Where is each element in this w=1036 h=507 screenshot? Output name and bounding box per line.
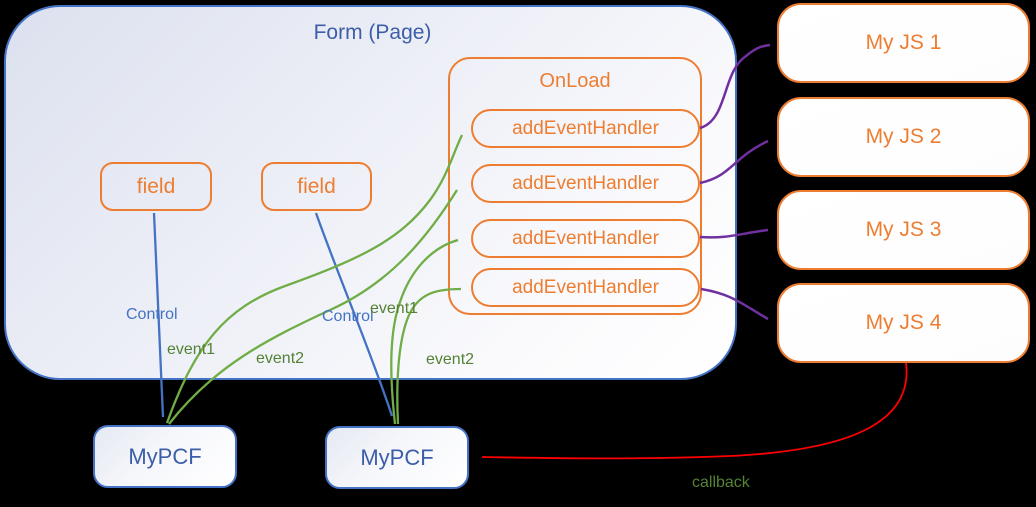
- mypcf-1-label: MyPCF: [128, 443, 202, 469]
- add-event-handler-1: addEventHandler: [471, 109, 700, 148]
- event2-label-2: event2: [426, 351, 475, 368]
- control-label-2: Control: [322, 308, 374, 325]
- add-event-handler-4: addEventHandler: [471, 268, 700, 307]
- my-js-3-label: My JS 3: [865, 218, 942, 241]
- event1-label-2: event1: [370, 300, 419, 317]
- my-js-2-box: My JS 2: [777, 97, 1030, 177]
- field-box-1-label: field: [136, 174, 176, 198]
- field-box-2-label: field: [297, 174, 336, 198]
- my-js-2-label: My JS 2: [865, 125, 942, 148]
- add-event-handler-2: addEventHandler: [471, 164, 700, 203]
- field-box-1: field: [100, 162, 212, 211]
- mypcf-2-box: MyPCF: [325, 426, 469, 489]
- control-label-1: Control: [126, 306, 178, 323]
- callback-label: callback: [692, 474, 750, 491]
- mypcf-2-label: MyPCF: [360, 444, 434, 470]
- my-js-4-box: My JS 4: [777, 283, 1030, 363]
- my-js-1-box: My JS 1: [777, 3, 1030, 83]
- form-page-title: Form (Page): [313, 21, 432, 44]
- event2-label-1: event2: [256, 350, 305, 367]
- add-event-handler-3: addEventHandler: [471, 219, 700, 258]
- mypcf-1-box: MyPCF: [93, 425, 237, 488]
- my-js-4-label: My JS 4: [865, 311, 942, 334]
- my-js-3-box: My JS 3: [777, 190, 1030, 270]
- field-box-2: field: [261, 162, 372, 211]
- onload-container: OnLoad addEventHandler addEventHandler a…: [448, 57, 702, 315]
- onload-title: OnLoad: [539, 70, 611, 92]
- event1-label-1: event1: [167, 341, 216, 358]
- my-js-1-label: My JS 1: [865, 31, 942, 54]
